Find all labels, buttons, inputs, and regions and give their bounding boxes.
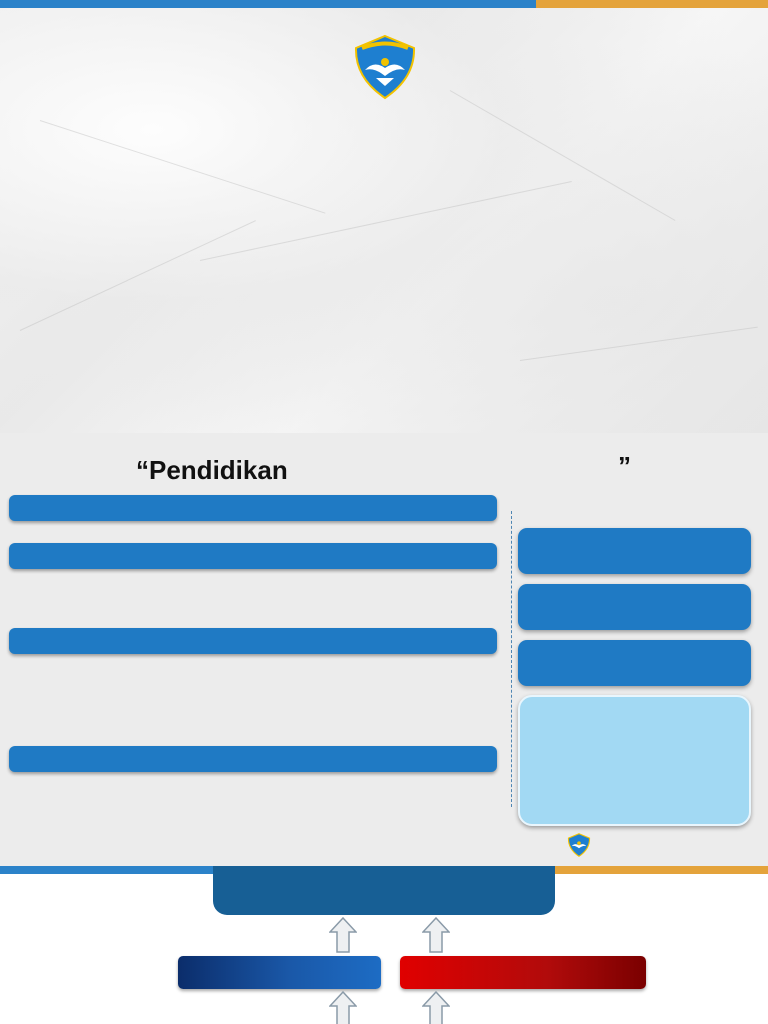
- blue-bar-2: [9, 543, 497, 569]
- tut-wuri-handayani-emblem-icon: [567, 833, 591, 857]
- up-arrow-icon: [422, 917, 450, 953]
- content-slide: “Pendidikan ”: [0, 433, 768, 870]
- blue-gradient-box: [178, 956, 381, 989]
- quote-close-mark: ”: [618, 451, 631, 481]
- blue-bar-3: [9, 628, 497, 654]
- up-arrow-icon: [422, 991, 450, 1024]
- up-arrow-icon: [329, 991, 357, 1024]
- up-arrow-icon: [329, 917, 357, 953]
- right-box-3: [518, 640, 751, 686]
- main-diagram-box: [213, 866, 555, 915]
- dashed-divider: [511, 511, 512, 807]
- paper-crease: [519, 326, 758, 361]
- top-accent-bar: [0, 0, 768, 8]
- quote-title: “Pendidikan: [136, 455, 288, 485]
- right-box-light: [518, 695, 751, 826]
- paper-crease: [449, 90, 676, 221]
- right-box-1: [518, 528, 751, 574]
- tut-wuri-handayani-emblem-icon: [354, 34, 416, 100]
- paper-crease: [39, 120, 326, 214]
- blue-bar-4: [9, 746, 497, 772]
- right-box-2: [518, 584, 751, 630]
- paper-crease: [19, 220, 256, 331]
- red-gradient-box: [400, 956, 646, 989]
- blue-bar-1: [9, 495, 497, 521]
